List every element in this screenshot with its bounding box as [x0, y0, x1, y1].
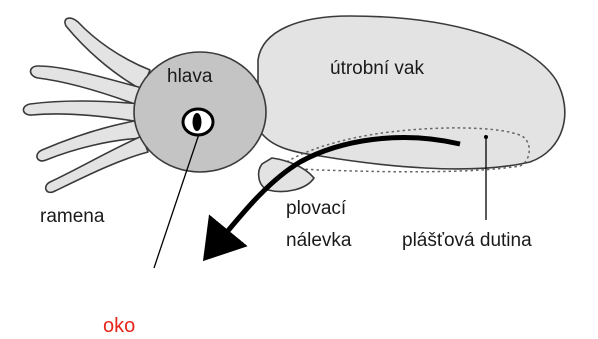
mantle-cavity-label: plášťová dutina: [402, 230, 532, 251]
visceral-sac-label: útrobní vak: [330, 58, 424, 79]
visceral-sac: [258, 16, 565, 169]
eye-label: oko: [103, 315, 135, 337]
eye-icon: [183, 109, 213, 135]
mantle-cavity-leader-dot: [484, 135, 488, 139]
funnel-label-line1: plovací: [286, 198, 347, 219]
funnel-label-line2: nálevka: [286, 230, 352, 251]
arms-label: ramena: [40, 206, 105, 227]
arm-3: [23, 101, 140, 122]
arms: [23, 18, 150, 192]
head-label: hlava: [167, 66, 213, 87]
